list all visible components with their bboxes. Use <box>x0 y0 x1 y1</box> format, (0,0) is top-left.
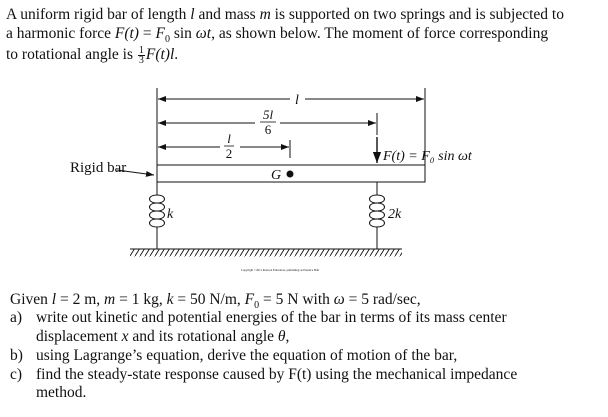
left-spring <box>149 182 165 249</box>
question-c-line-1: find the steady-state response caused by… <box>36 366 518 383</box>
dim-l2-numerator: l <box>227 131 231 146</box>
text: = 1 kg, <box>115 291 167 308</box>
dim-5l6-numerator: 5l <box>263 107 274 122</box>
text: to rotational angle is <box>6 46 137 64</box>
text: sin <box>169 25 196 42</box>
question-a-line-2: displacement x and its rotational angle … <box>36 328 289 346</box>
var-f: F <box>244 291 255 308</box>
question-b-line-1: using Lagrange’s equation, derive the eq… <box>36 347 458 364</box>
right-spring <box>369 182 385 249</box>
var-m: m <box>104 291 116 308</box>
ground-hatch <box>130 249 402 257</box>
text: = 50 N/m, <box>173 291 245 308</box>
var-ftl: F(t)l <box>145 46 175 64</box>
intro-line-1: A uniform rigid bar of length l and mass… <box>6 6 564 24</box>
text: = 2 m, <box>56 291 105 308</box>
text: and mass <box>194 6 260 23</box>
text: A uniform rigid bar of length <box>6 6 191 23</box>
copyright-text: Copyright ©2011 Pearson Education, publi… <box>241 267 319 273</box>
var-x: x <box>121 328 129 345</box>
var-wt: ωt <box>195 25 212 42</box>
text: . <box>174 46 179 64</box>
var-theta: θ <box>277 328 286 345</box>
given-line: Given l = 2 m, m = 1 kg, k = 50 N/m, F0 … <box>10 291 421 315</box>
text: and its rotational angle <box>128 328 278 345</box>
rigid-bar-label: Rigid bar <box>70 160 126 176</box>
var-l: l <box>51 291 57 308</box>
text: = <box>138 25 156 42</box>
var-omega: ω <box>333 291 345 308</box>
center-of-mass-dot <box>286 170 294 178</box>
denominator: 3 <box>138 55 144 66</box>
question-c-label: c) <box>10 366 23 383</box>
text: = 5 rad/sec, <box>344 291 421 308</box>
numerator: 1 <box>137 45 145 56</box>
question-a-label: a) <box>10 309 23 326</box>
rigid-bar-pointer <box>116 169 155 177</box>
text: , <box>285 328 290 345</box>
subscript: 0 <box>254 300 260 312</box>
intro-line-2: a harmonic force F(t) = F0 sin ωt, as sh… <box>6 25 548 49</box>
text: displacement <box>36 328 122 345</box>
spring-left-label: k <box>167 207 174 222</box>
dim-5l6-denominator: 6 <box>265 122 272 137</box>
var-l: l <box>190 6 195 23</box>
question-b-label: b) <box>10 347 23 364</box>
text: = 5 N with <box>259 291 334 308</box>
dim-l2-denominator: 2 <box>226 146 233 161</box>
spring-right-label: 2k <box>388 207 402 222</box>
question-a-line-1: write out kinetic and potential energies… <box>36 309 507 326</box>
dim-l-label: l <box>295 93 299 108</box>
text: Given <box>10 291 52 308</box>
var-f: F <box>155 25 165 42</box>
center-label: G <box>271 168 281 183</box>
var-k: k <box>166 291 174 308</box>
text: is supported on two springs and is subje… <box>270 6 564 23</box>
var-ft: F(t) <box>114 25 139 42</box>
rigid-bar <box>156 164 426 183</box>
question-c-line-2: method. <box>36 384 87 401</box>
subscript: 0 <box>164 34 170 46</box>
var-m: m <box>259 6 271 23</box>
text: , as shown below. The moment of force co… <box>211 25 549 42</box>
force-label: F(t) = F₀ sin ωt <box>382 149 473 164</box>
text: a harmonic force <box>6 25 115 42</box>
